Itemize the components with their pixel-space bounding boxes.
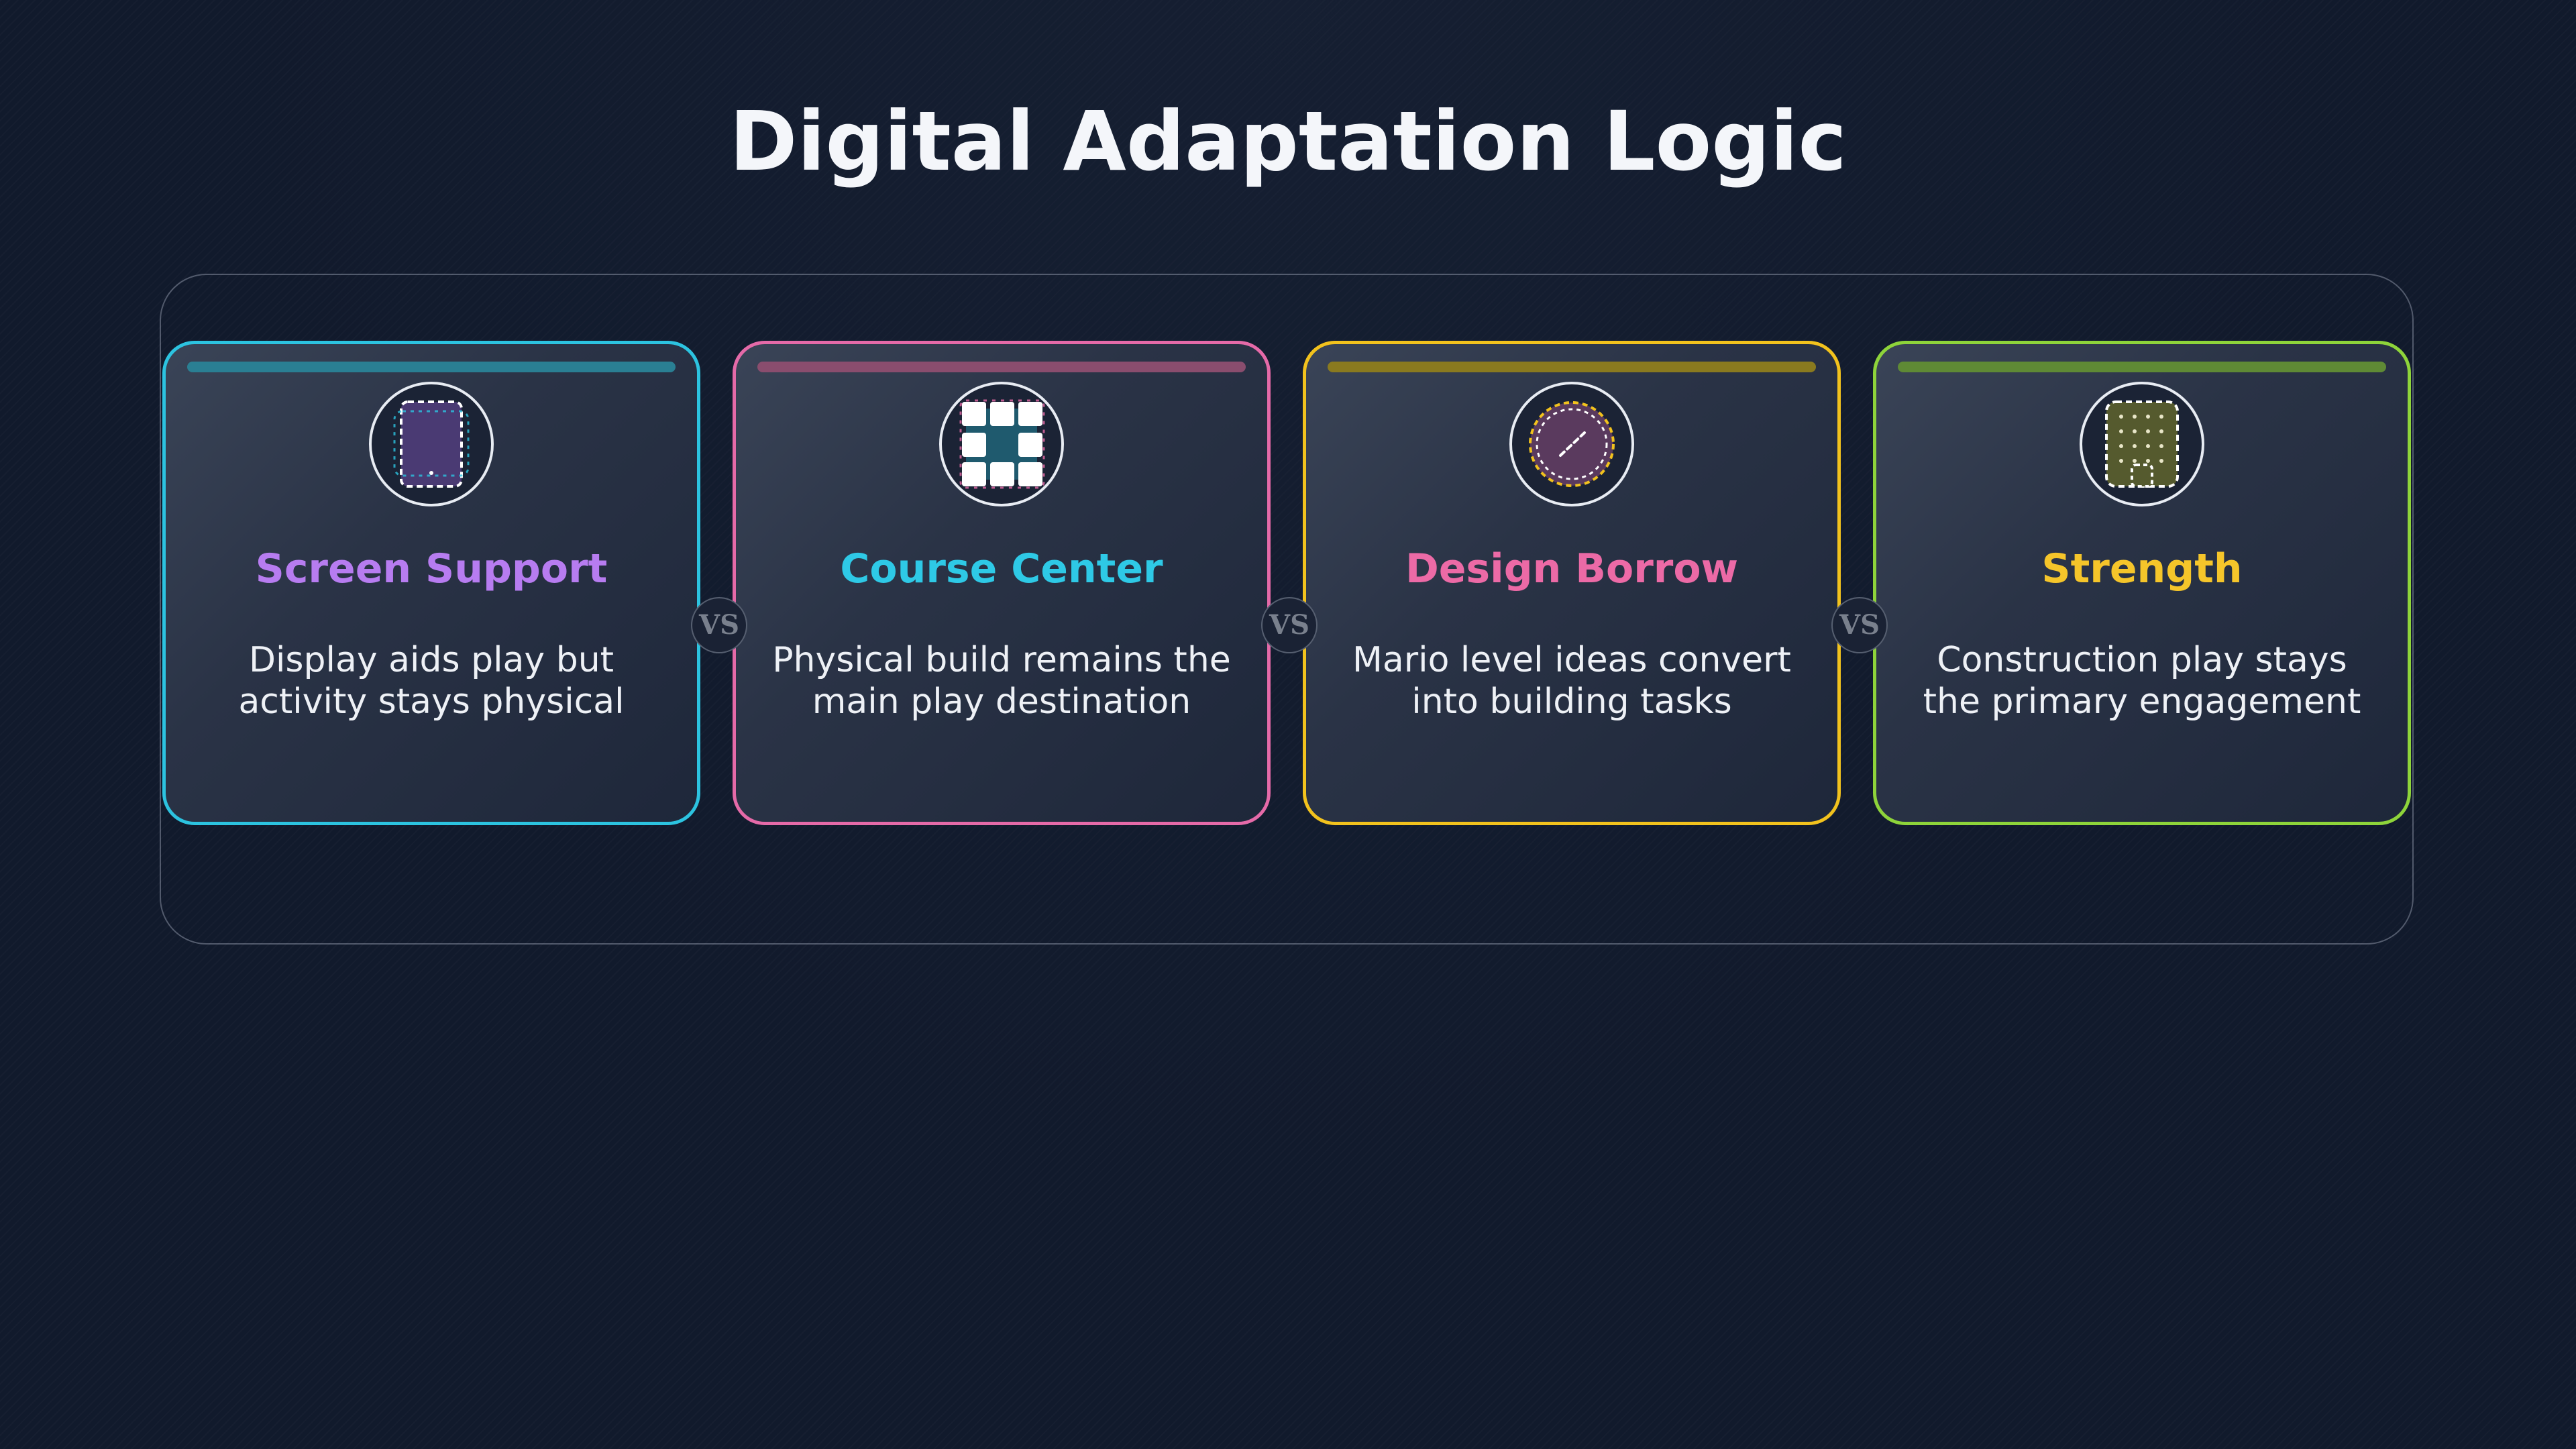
card-description: Display aids play but activity stays phy… <box>238 640 625 722</box>
tablet-icon <box>393 400 470 488</box>
card-screen-support[interactable]: Screen Support Display aids play but act… <box>162 341 700 825</box>
board-icon <box>2105 400 2179 488</box>
vs-badge-1: VS <box>691 597 747 653</box>
card-description: Construction play stays the primary enga… <box>1923 640 2361 722</box>
card-strength[interactable]: Strength Construction play stays the pri… <box>1873 341 2411 825</box>
card-title: Strength <box>2041 545 2243 592</box>
card-accent-bar <box>1328 362 1816 372</box>
card-accent-bar <box>1898 362 2386 372</box>
comparison-panel <box>160 274 2414 945</box>
card-title: Screen Support <box>255 545 608 592</box>
card-accent-bar <box>757 362 1246 372</box>
icon-circle <box>369 382 494 506</box>
card-title: Design Borrow <box>1405 545 1739 592</box>
icon-circle <box>2080 382 2204 506</box>
vs-badge-2: VS <box>1261 597 1318 653</box>
card-accent-bar <box>187 362 676 372</box>
card-course-center[interactable]: Course Center Physical build remains the… <box>733 341 1271 825</box>
icon-circle <box>939 382 1064 506</box>
page-title: Digital Adaptation Logic <box>729 94 1847 189</box>
dial-icon <box>1529 401 1615 487</box>
card-title: Course Center <box>840 545 1163 592</box>
vs-badge-3: VS <box>1831 597 1888 653</box>
grid-icon <box>959 399 1045 489</box>
card-description: Mario level ideas convert into building … <box>1352 640 1791 722</box>
icon-circle <box>1509 382 1634 506</box>
card-description: Physical build remains the main play des… <box>772 640 1231 722</box>
card-design-borrow[interactable]: Design Borrow Mario level ideas convert … <box>1303 341 1841 825</box>
